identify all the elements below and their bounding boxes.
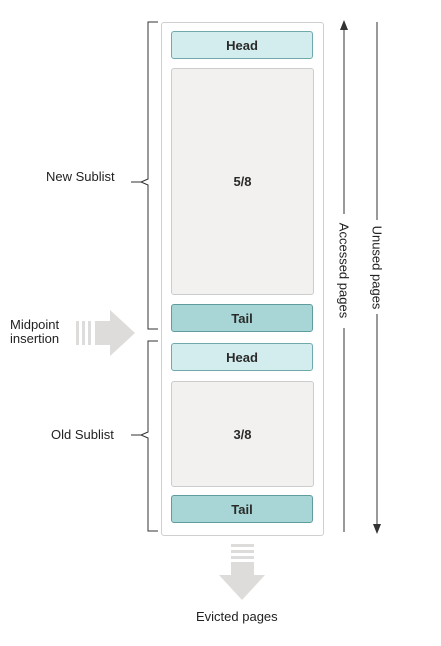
old-sublist-panel: 3/8 xyxy=(171,381,314,487)
unused-pages-arrow xyxy=(373,22,381,534)
old-sublist-tail-label: Tail xyxy=(231,501,253,517)
evicted-pages-arrow xyxy=(219,544,265,600)
old-sublist-bracket xyxy=(131,340,158,532)
new-sublist-tail-label: Tail xyxy=(231,310,253,326)
new-sublist-tail: Tail xyxy=(171,304,313,332)
old-sublist-tail: Tail xyxy=(171,495,313,523)
new-sublist-label: New Sublist xyxy=(46,169,115,184)
midpoint-insertion-line1: Midpoint xyxy=(10,317,60,332)
new-sublist-head-label: Head xyxy=(226,37,258,53)
unused-pages-label: Unused pages xyxy=(369,225,385,310)
old-sublist-head: Head xyxy=(171,343,313,371)
old-sublist-label: Old Sublist xyxy=(51,427,114,442)
new-sublist-panel: 5/8 xyxy=(171,68,314,295)
midpoint-insertion-label: Midpoint insertion xyxy=(10,318,59,346)
midpoint-insertion-line2: insertion xyxy=(10,331,60,346)
accessed-pages-arrow xyxy=(340,20,348,532)
midpoint-insertion-arrow xyxy=(76,310,135,356)
accessed-pages-label: Accessed pages xyxy=(336,222,352,319)
old-sublist-head-label: Head xyxy=(226,349,258,365)
evicted-pages-label: Evicted pages xyxy=(196,609,278,624)
old-sublist-fraction: 3/8 xyxy=(233,426,252,442)
new-sublist-fraction: 5/8 xyxy=(233,174,252,189)
new-sublist-head: Head xyxy=(171,31,313,59)
new-sublist-bracket xyxy=(131,21,158,330)
